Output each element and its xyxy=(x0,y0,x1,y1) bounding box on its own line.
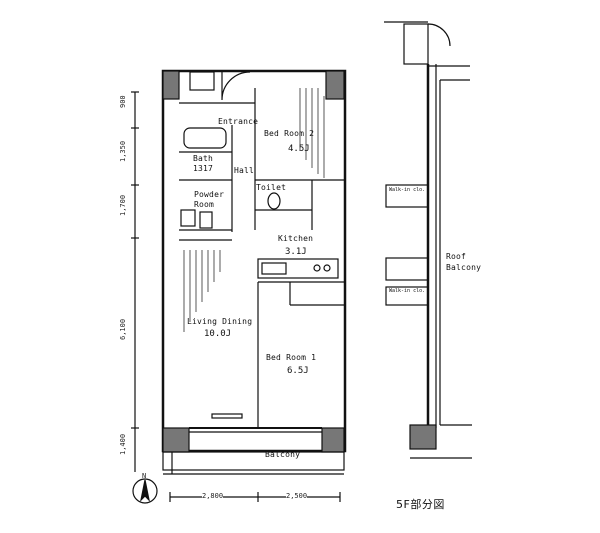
dim-v-5: 1,400 xyxy=(119,433,127,455)
column-top-left xyxy=(162,70,180,100)
room-bedroom1-name: Bed Room 1 xyxy=(266,353,317,362)
outer-wall xyxy=(161,69,347,453)
dim-v-1: 900 xyxy=(119,95,127,108)
dim-h-2: 2,500 xyxy=(286,492,308,500)
storage-label-upper: Walk-in clo. xyxy=(389,187,426,193)
toilet-fixture xyxy=(267,192,281,210)
dim-h-1: 2,800 xyxy=(202,492,224,500)
room-living-size: 10.0J xyxy=(204,329,232,339)
room-bedroom1-size: 6.5J xyxy=(287,366,309,376)
room-bath-size: 1317 xyxy=(193,164,214,173)
room-bath-name: Bath xyxy=(193,154,214,163)
room-toilet: Toilet xyxy=(256,183,287,192)
compass xyxy=(132,478,158,504)
compass-label: N xyxy=(142,472,147,480)
bathtub xyxy=(183,127,227,149)
column-bottom-left xyxy=(162,427,190,453)
balcony xyxy=(162,451,345,471)
room-living-name: Living Dining xyxy=(187,317,253,326)
plan-caption: 5F部分図 xyxy=(396,498,445,511)
room-powder-line2: Room xyxy=(194,200,215,209)
roof-balcony-line2: Balcony xyxy=(446,263,482,272)
room-balcony: Balcony xyxy=(265,450,301,459)
column-top-mid xyxy=(325,70,345,100)
dim-v-2: 1,350 xyxy=(119,140,127,162)
room-powder-line1: Powder xyxy=(194,190,225,199)
kitchen-counter xyxy=(257,258,339,279)
room-entrance: Entrance xyxy=(218,117,259,126)
meter-box xyxy=(189,71,215,91)
room-kitchen-name: Kitchen xyxy=(278,234,314,243)
column-bottom-right xyxy=(321,427,345,453)
room-hall: Hall xyxy=(234,166,255,175)
room-bedroom2-size: 4.5J xyxy=(288,144,310,154)
dim-v-4: 6,100 xyxy=(119,318,127,340)
roof-balcony-line1: Roof xyxy=(446,252,467,261)
storage-label-lower: Walk-in clo. xyxy=(389,288,426,294)
entrance-door xyxy=(221,71,251,101)
room-bedroom2-name: Bed Room 2 xyxy=(264,129,315,138)
dim-v-3: 1,700 xyxy=(119,194,127,216)
room-kitchen-size: 3.1J xyxy=(285,247,307,257)
